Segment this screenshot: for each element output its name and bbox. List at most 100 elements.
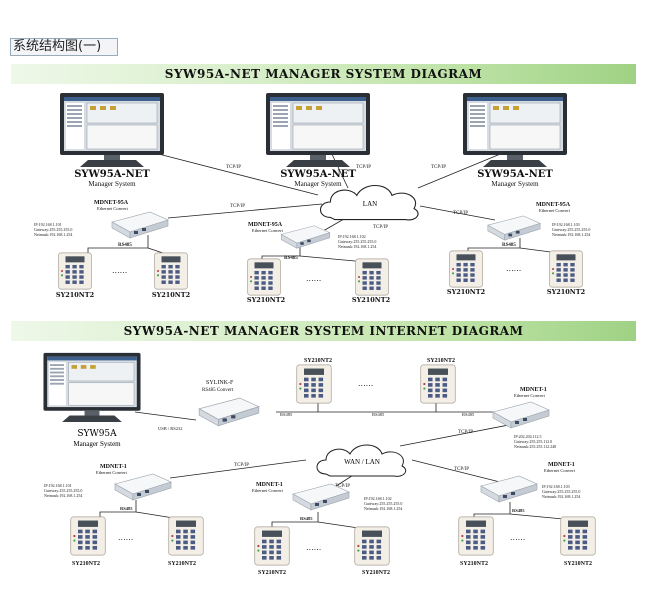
diagram2: SYW95A Manager System SYLINK-F RS485 Con… xyxy=(43,352,596,576)
converter-icon-top xyxy=(492,401,550,429)
tcpip-label-1: TCP/IP xyxy=(226,165,241,170)
usb-label: USB / RS232 xyxy=(158,426,183,431)
net3-ip: IP:192.168.1.103 xyxy=(552,222,580,227)
keypad-icon-4 xyxy=(354,526,390,566)
device-label-3: SY210NT2 xyxy=(247,296,285,304)
pc-title: SYW95A xyxy=(77,429,117,439)
tcpip-label-1: TCP/IP xyxy=(458,430,473,435)
conv3-title: MDNET-95A xyxy=(536,202,571,208)
conv2-title: MDNET-1 xyxy=(256,482,283,488)
dots-1: ...... xyxy=(118,533,133,542)
top-bus-label-1: RS485 xyxy=(280,412,293,417)
converter-icon-left xyxy=(111,211,169,239)
top-keypad-icon-2 xyxy=(420,364,456,404)
dots-3: ...... xyxy=(510,533,525,542)
device-label-6: SY210NT2 xyxy=(547,288,585,296)
pc1-subtitle: Manager System xyxy=(88,180,136,188)
dots-2: ...... xyxy=(306,274,321,283)
top-bus-label-2: RS485 xyxy=(372,412,385,417)
conv3-subtitle: Ethernet Convert xyxy=(544,468,576,473)
converter-icon-right xyxy=(480,475,538,503)
conv1-subtitle: Ethernet Convert xyxy=(96,470,128,475)
net1-gateway: Gateway:255.255.255.0 xyxy=(34,227,72,232)
net1-netmask: Netmask:192.168.1.254 xyxy=(44,493,82,498)
device-label-4: SY210NT2 xyxy=(352,296,390,304)
conv3-subtitle: Ethernet Convert xyxy=(539,208,571,213)
keypad-icon-1 xyxy=(58,252,92,290)
keypad-icon-4 xyxy=(355,258,389,296)
net3-netmask: Netmask:192.168.1.254 xyxy=(552,232,590,237)
bus-left-a xyxy=(87,235,149,256)
sylink-icon xyxy=(198,397,260,427)
line-lan-conv1 xyxy=(167,203,323,219)
pc3-subtitle: Manager System xyxy=(491,180,539,188)
conv-top-title: MDNET-1 xyxy=(520,387,547,393)
device-label-4: SY210NT2 xyxy=(362,570,390,576)
diagram2-banner: SYW95A-NET MANAGER SYSTEM INTERNET DIAGR… xyxy=(11,321,636,341)
bus2-label: RS485 xyxy=(284,256,298,261)
net2-gateway: Gateway:255.255.255.0 xyxy=(364,501,402,506)
conv1-subtitle: Ethernet Convert xyxy=(97,206,129,211)
keypad-icon-5 xyxy=(449,250,483,288)
conv1-title: MDNET-95A xyxy=(94,200,129,206)
top-device-label-1: SY210NT2 xyxy=(304,358,332,364)
bus-mid-b xyxy=(299,255,367,263)
line-pc2-lan xyxy=(329,149,349,189)
bus-left-a xyxy=(99,500,137,520)
line-pc-sylink xyxy=(134,411,197,421)
keypad-icon-2 xyxy=(154,252,188,290)
bus1-label: RS485 xyxy=(118,243,132,248)
tcpip-label-3: TCP/IP xyxy=(431,165,446,170)
pc-icon-internet xyxy=(43,352,141,422)
keypad-icon-1 xyxy=(70,516,106,556)
tcpip-label-2: TCP/IP xyxy=(356,165,371,170)
net1-ip: IP:192.168.1.101 xyxy=(34,222,62,227)
pc3-title: SYW95A-NET xyxy=(477,169,553,180)
tcpip-label-4: TCP/IP xyxy=(230,204,245,209)
bus2-label: RS485 xyxy=(300,516,313,521)
tcpip-label-3: TCP/IP xyxy=(335,484,350,489)
bus3-label: RS485 xyxy=(502,243,516,248)
converter-icon-mid xyxy=(280,225,331,249)
net1-gateway: Gateway:255.255.255.0 xyxy=(44,488,82,493)
pc2-title: SYW95A-NET xyxy=(280,169,356,180)
tcpip-label-2: TCP/IP xyxy=(234,463,249,468)
device-label-3: SY210NT2 xyxy=(258,570,286,576)
sylink-title: SYLINK-F xyxy=(206,380,234,386)
conv2-title: MDNET-95A xyxy=(248,222,283,228)
device-label-1: SY210NT2 xyxy=(72,561,100,567)
net-top-netmask: Netmask:255.255.112.248 xyxy=(514,444,556,449)
device-label-1: SY210NT2 xyxy=(56,291,94,299)
dots-2: ...... xyxy=(306,543,321,552)
top-bus-label-3: RS485 xyxy=(462,412,475,417)
conv-top-subtitle: Ethernet Convert xyxy=(514,393,546,398)
lan-label: LAN xyxy=(363,200,377,208)
diagram1: SYW95A-NET SYW95A-NET SYW95A-NET Manager… xyxy=(34,92,590,304)
line-wan-conv3 xyxy=(411,459,501,483)
net3-gateway: Gateway:255.255.255.0 xyxy=(542,489,580,494)
top-device-label-2: SY210NT2 xyxy=(427,358,455,364)
top-dots: ...... xyxy=(358,379,373,388)
net-top-gateway: Gateway:255.255.112.0 xyxy=(514,439,552,444)
bus1-label: RS485 xyxy=(120,506,133,511)
page-title: 系统结构图(一) xyxy=(10,38,118,56)
net2-netmask: Netmask:192.168.1.254 xyxy=(364,506,402,511)
tcpip-label-5: TCP/IP xyxy=(373,225,388,230)
net3-gateway: Gateway:255.255.255.0 xyxy=(552,227,590,232)
line-pc1-lan xyxy=(142,149,319,196)
net2-ip: IP:192.168.1.102 xyxy=(364,496,392,501)
net2-gateway: Gateway:255.255.255.0 xyxy=(338,239,376,244)
net2-ip: IP:192.168.1.102 xyxy=(338,234,366,239)
net3-netmask: Netmask:192.168.1.254 xyxy=(542,494,580,499)
pc-icon-center xyxy=(265,92,371,167)
pc-icon-right xyxy=(462,92,568,167)
net3-ip: IP:192.168.1.103 xyxy=(542,484,570,489)
line-wan-conv1 xyxy=(169,459,307,479)
tcpip-label-6: TCP/IP xyxy=(453,211,468,216)
sylink-subtitle: RS485 Convert xyxy=(202,388,234,393)
keypad-icon-2 xyxy=(168,516,204,556)
converter-icon-left xyxy=(114,473,172,501)
pc-subtitle: Manager System xyxy=(73,440,121,448)
net2-netmask: Netmask:192.168.1.254 xyxy=(338,244,376,249)
